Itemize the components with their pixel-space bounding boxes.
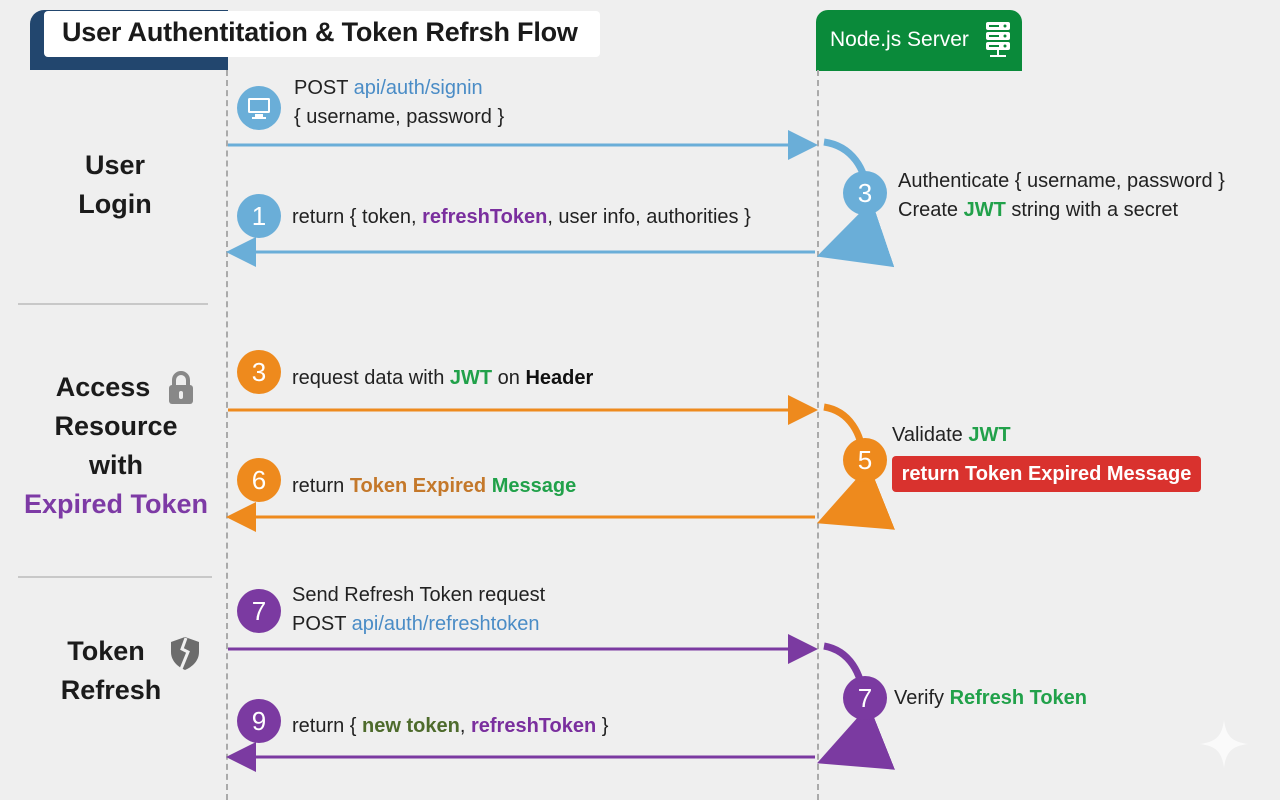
step-badge: 5 (843, 438, 887, 482)
sparkle-icon (1200, 720, 1248, 768)
refresh-request-line1: Send Refresh Token request (292, 584, 546, 606)
verify-refresh-text: Verify Refresh Token (894, 687, 1088, 709)
lock-icon (169, 371, 193, 404)
authenticate-text: Authenticate { username, password } (898, 170, 1225, 192)
server-label: Node.js Server (830, 28, 969, 51)
server-lifeline (817, 70, 819, 800)
signin-response-text: return { token, refreshToken, user info,… (292, 206, 751, 228)
server-header (816, 10, 1022, 71)
refresh-request-line2: POST api/auth/refreshtoken (292, 613, 540, 635)
monitor-icon (237, 86, 281, 130)
create-jwt-text: Create JWT string with a secret (898, 199, 1179, 221)
section-label-login: User Login (78, 150, 152, 219)
step-badge: 7 (843, 676, 887, 720)
data-request-text: request data with JWT on Header (292, 367, 594, 389)
signin-request-line1: POST api/auth/signin (294, 77, 483, 99)
step-badge: 3 (843, 171, 887, 215)
step-badge: 6 (237, 458, 281, 502)
step-badge: 1 (237, 194, 281, 238)
section-divider (18, 303, 208, 305)
refresh-response-text: return { new token, refreshToken } (292, 715, 609, 737)
step-badge: 3 (237, 350, 281, 394)
server-stack-icon (986, 22, 1010, 57)
section-divider (18, 576, 212, 578)
token-expired-badge: return Token Expired Message (892, 456, 1201, 492)
section-label-refresh: Token Refresh (60, 636, 162, 705)
section-label-access: Access Resource with Expired Token (23, 372, 209, 519)
signin-request-body: { username, password } (294, 106, 505, 128)
diagram-title: User Authentitation & Token Refrsh Flow (62, 17, 578, 47)
title-box (44, 11, 600, 57)
broken-shield-icon (171, 637, 199, 670)
step-badge: 9 (237, 699, 281, 743)
expired-response-text: return Token Expired Message (292, 475, 577, 497)
step-badge: 7 (237, 589, 281, 633)
client-lifeline (226, 70, 228, 800)
validate-jwt-text: Validate JWT (892, 424, 1011, 446)
